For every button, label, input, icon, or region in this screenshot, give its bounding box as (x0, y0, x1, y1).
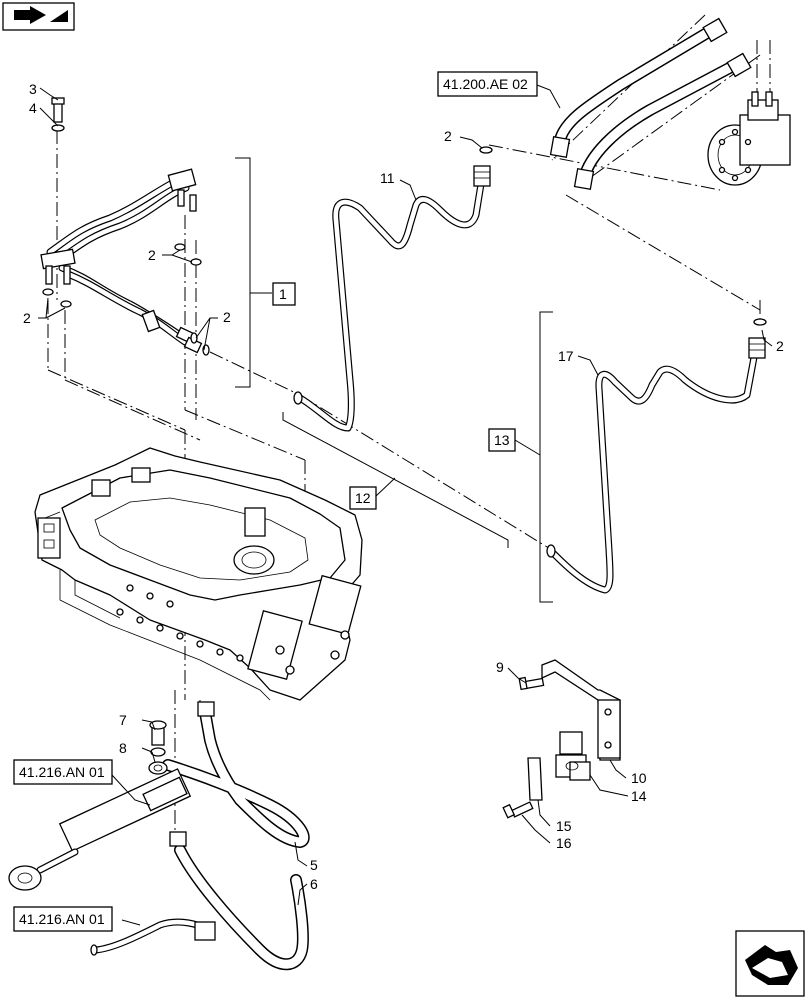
callout-4: 4 (29, 100, 37, 116)
callout-2-left: 2 (23, 310, 31, 326)
steering-cylinder (8, 768, 192, 891)
clamp-plate-15 (527, 757, 543, 801)
callout-15: 15 (556, 818, 572, 834)
connection-lines (47, 14, 771, 835)
boxed-callout-12[interactable]: 12 (349, 486, 377, 510)
steering-hoses (549, 17, 752, 191)
callout-6: 6 (310, 876, 318, 892)
callout-2-mid: 2 (148, 247, 156, 263)
callout-2-tubeend: 2 (223, 309, 231, 325)
banjo-screw-7 (149, 720, 167, 746)
boxed-callout-13[interactable]: 13 (488, 428, 516, 452)
reference-box-top[interactable]: 41.200.AE 02 (437, 71, 538, 97)
bracket-1 (235, 157, 272, 388)
callout-5: 5 (310, 857, 318, 873)
axle-frame (34, 447, 363, 701)
reference-tube (90, 918, 216, 956)
o-rings-2 (42, 146, 767, 356)
boxed-callout-13-label: 13 (494, 432, 510, 448)
hose-5 (162, 701, 310, 848)
clamp-14 (555, 731, 591, 781)
reference-bottom-label: 41.216.AN 01 (19, 911, 105, 927)
washer-4 (51, 124, 65, 132)
screw-3 (51, 97, 65, 123)
callout-16: 16 (556, 835, 572, 851)
callout-7: 7 (119, 712, 127, 728)
callout-17: 17 (558, 348, 574, 364)
boxed-callout-1-label: 1 (279, 286, 287, 302)
callout-10: 10 (631, 770, 647, 786)
hose-6 (169, 831, 309, 971)
nav-back-icon[interactable] (2, 2, 75, 31)
callout-3: 3 (29, 81, 37, 97)
leader-lines (38, 84, 773, 926)
tube-11 (293, 165, 491, 432)
reference-top-label: 41.200.AE 02 (443, 76, 528, 92)
boxed-callout-12-label: 12 (355, 490, 371, 506)
steering-unit (707, 91, 791, 186)
nav-forward-icon[interactable] (735, 930, 805, 997)
tube-17 (546, 337, 766, 594)
reference-cylinder-label: 41.216.AN 01 (19, 764, 105, 780)
tube-assembly-1 (40, 168, 203, 354)
bracket-12 (282, 412, 509, 548)
reference-box-bottom[interactable]: 41.216.AN 01 (13, 906, 113, 932)
washer-8 (148, 747, 168, 775)
callout-9: 9 (496, 659, 504, 675)
reference-box-cylinder[interactable]: 41.216.AN 01 (13, 759, 113, 785)
screw-16 (502, 801, 534, 819)
callout-2-top: 2 (444, 128, 452, 144)
screw-9 (518, 676, 545, 691)
bracket-13 (514, 311, 553, 603)
callout-8: 8 (119, 740, 127, 756)
boxed-callout-1[interactable]: 1 (272, 282, 296, 306)
bracket-plate-10 (541, 659, 621, 761)
callout-2-right: 2 (776, 338, 784, 354)
callout-14: 14 (631, 788, 647, 804)
callout-11: 11 (380, 170, 395, 186)
